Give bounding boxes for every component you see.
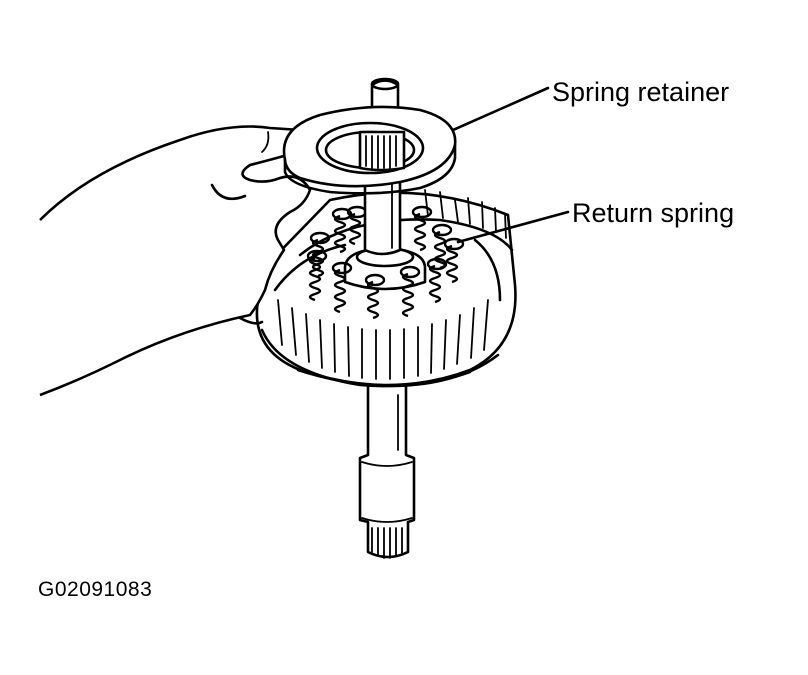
spring-2 bbox=[331, 207, 353, 254]
spring-retainer-leader bbox=[451, 86, 550, 132]
spring-retainer-label: Spring retainer bbox=[552, 77, 729, 107]
spring-10 bbox=[426, 257, 448, 304]
spring-8 bbox=[364, 273, 386, 320]
lower-shaft bbox=[358, 378, 416, 559]
spring-11 bbox=[443, 237, 465, 284]
spring-retainer bbox=[282, 105, 457, 195]
clutch-drum bbox=[255, 189, 517, 388]
return-spring-leader bbox=[456, 210, 570, 244]
hand bbox=[39, 125, 312, 397]
figure-id: G02091083 bbox=[38, 578, 153, 601]
spring-6 bbox=[306, 249, 328, 302]
return-spring-label: Return spring bbox=[572, 198, 734, 228]
spring-9 bbox=[399, 265, 421, 318]
spring-4 bbox=[411, 205, 433, 252]
spring-7 bbox=[331, 261, 353, 314]
spring-5 bbox=[431, 223, 453, 270]
